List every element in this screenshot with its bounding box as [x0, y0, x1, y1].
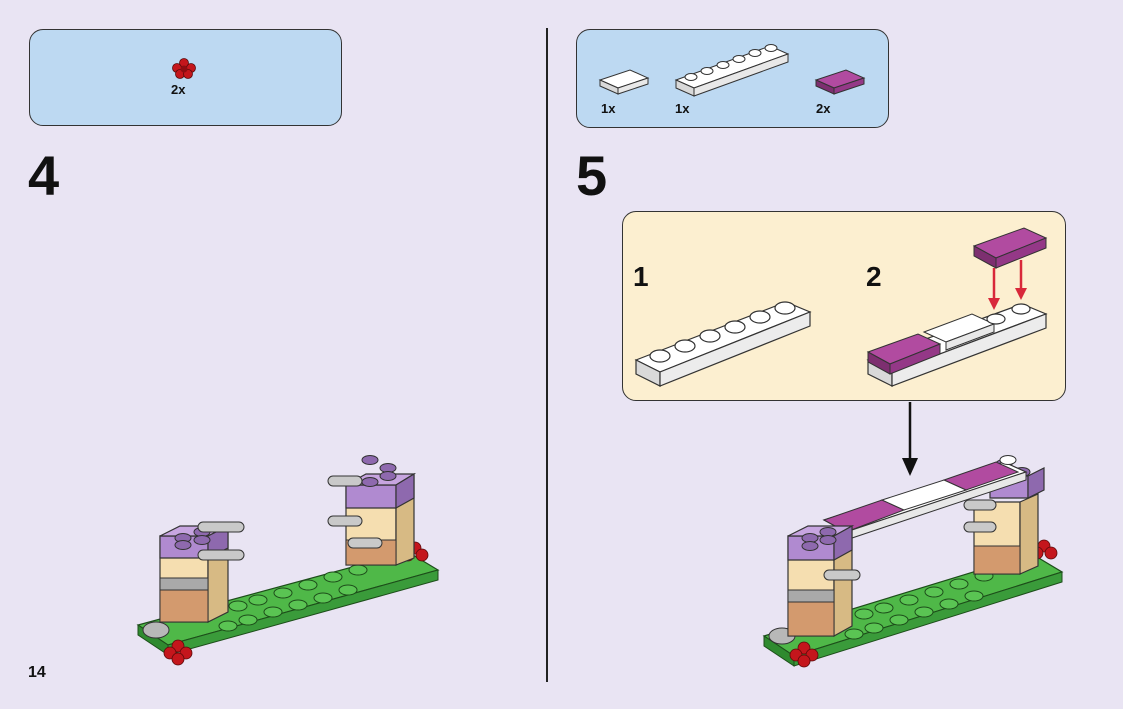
substep-1-plate-illustration: [634, 301, 812, 387]
part-qty: 2x: [171, 82, 186, 97]
page-number: 14: [28, 664, 46, 681]
white-tile-part-icon: [598, 69, 650, 95]
page-divider: [546, 28, 548, 682]
step-4-model-illustration: [136, 455, 440, 666]
substep-number: 2: [866, 261, 882, 292]
part-qty: 1x: [601, 101, 616, 116]
purple-tile-part-icon: [814, 69, 866, 95]
substep-2-assembly-illustration: [866, 227, 1048, 387]
step-number: 4: [28, 144, 60, 207]
substep-number: 1: [633, 261, 649, 292]
part-qty: 1x: [675, 101, 690, 116]
down-arrow-icon: [902, 402, 918, 476]
step-5-model-illustration: [762, 455, 1064, 668]
part-qty: 2x: [816, 101, 831, 116]
red-flower-part-icon: [172, 58, 196, 79]
white-plate-part-icon: [674, 44, 790, 97]
step-number: 5: [576, 144, 608, 207]
